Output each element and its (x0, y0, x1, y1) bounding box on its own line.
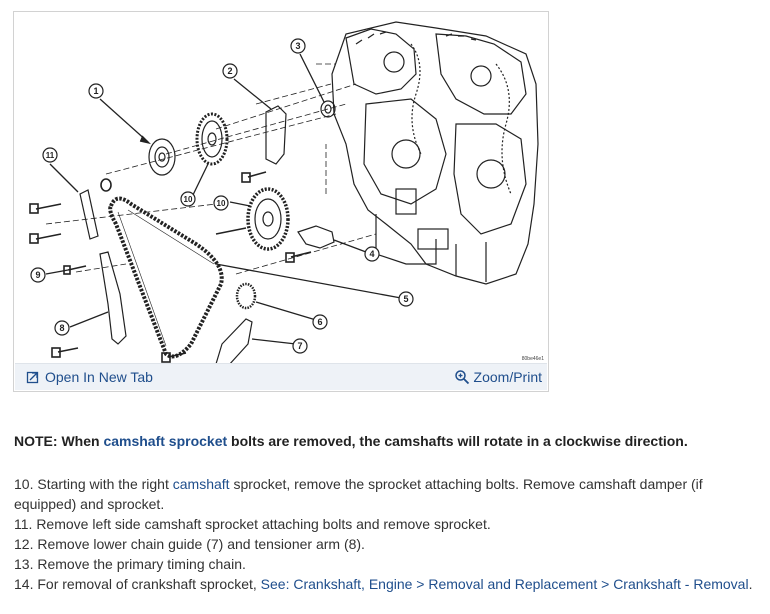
crankshaft-sprocket-drawing (235, 282, 257, 310)
step-12: 12. Remove lower chain guide (7) and ten… (14, 536, 365, 552)
callout-6: 6 (317, 317, 322, 327)
camshaft-link[interactable]: camshaft (172, 476, 230, 492)
open-new-tab-label: Open In New Tab (45, 369, 153, 385)
zoom-print-button[interactable]: Zoom/Print (454, 369, 542, 385)
callout-8: 8 (59, 323, 64, 333)
step-10-text-b: sprocket, remove the sprocket attaching … (14, 476, 703, 512)
damper-bracket-drawing (265, 105, 287, 165)
timing-chain-diagram[interactable]: 1 2 3 4 5 6 7 8 9 10 10 11 (16, 14, 546, 366)
crankshaft-removal-link[interactable]: See: Crankshaft, Engine > Removal and Re… (260, 576, 749, 592)
callout-7: 7 (297, 341, 302, 351)
callout-5: 5 (403, 294, 408, 304)
upper-chain-guide-drawing (79, 189, 99, 240)
callout-10b: 10 (217, 199, 226, 208)
figure-toolbar: Open In New Tab Zoom/Print (15, 363, 547, 390)
camshaft-sprocket-link[interactable]: camshaft sprocket (103, 433, 228, 449)
step-13: 13. Remove the primary timing chain. (14, 556, 246, 572)
note-prefix: NOTE: When (14, 433, 104, 449)
engine-block-drawing (331, 21, 539, 285)
procedure-steps: 10. Starting with the right camshaft spr… (14, 474, 759, 594)
timing-chain-drawing (108, 196, 224, 359)
callout-11: 11 (46, 151, 55, 160)
callout-3: 3 (295, 41, 300, 51)
callout-leaders (45, 53, 402, 345)
step-10-text-a: 10. Starting with the right (14, 476, 173, 492)
crankshaft-damper-drawing (148, 138, 176, 176)
zoom-print-label: Zoom/Print (473, 369, 542, 385)
callout-2: 2 (227, 66, 232, 76)
zoom-icon (454, 369, 470, 385)
callout-9: 9 (35, 270, 40, 280)
step-14-text-b: . (748, 576, 753, 592)
camshaft-sprocket-upper-drawing (195, 112, 229, 166)
callout-10a: 10 (184, 195, 193, 204)
note-suffix: bolts are removed, the camshafts will ro… (227, 433, 688, 449)
step-14: 14. For removal of crankshaft sprocket, … (14, 574, 759, 594)
sensor-drawing (297, 225, 335, 249)
seal-plug-drawing (320, 100, 336, 118)
camshaft-sprocket-lower-drawing (246, 187, 290, 251)
tensioner-arm-drawing (99, 251, 127, 345)
step-14-text-a: 14. For removal of crankshaft sprocket, (14, 576, 261, 592)
step-10: 10. Starting with the right camshaft spr… (14, 474, 759, 514)
step-11: 11. Remove left side camshaft sprocket a… (14, 516, 491, 532)
figure-box: 1 2 3 4 5 6 7 8 9 10 10 11 80be46e1 Open… (13, 11, 549, 392)
note-text: NOTE: When camshaft sprocket bolts are r… (14, 433, 688, 449)
callout-1: 1 (93, 86, 98, 96)
figure-ref-code: 80be46e1 (521, 356, 544, 362)
open-new-tab-button[interactable]: Open In New Tab (25, 369, 153, 385)
callout-4: 4 (369, 249, 374, 259)
lower-chain-guide-drawing (215, 318, 253, 366)
open-new-tab-icon (25, 369, 41, 385)
